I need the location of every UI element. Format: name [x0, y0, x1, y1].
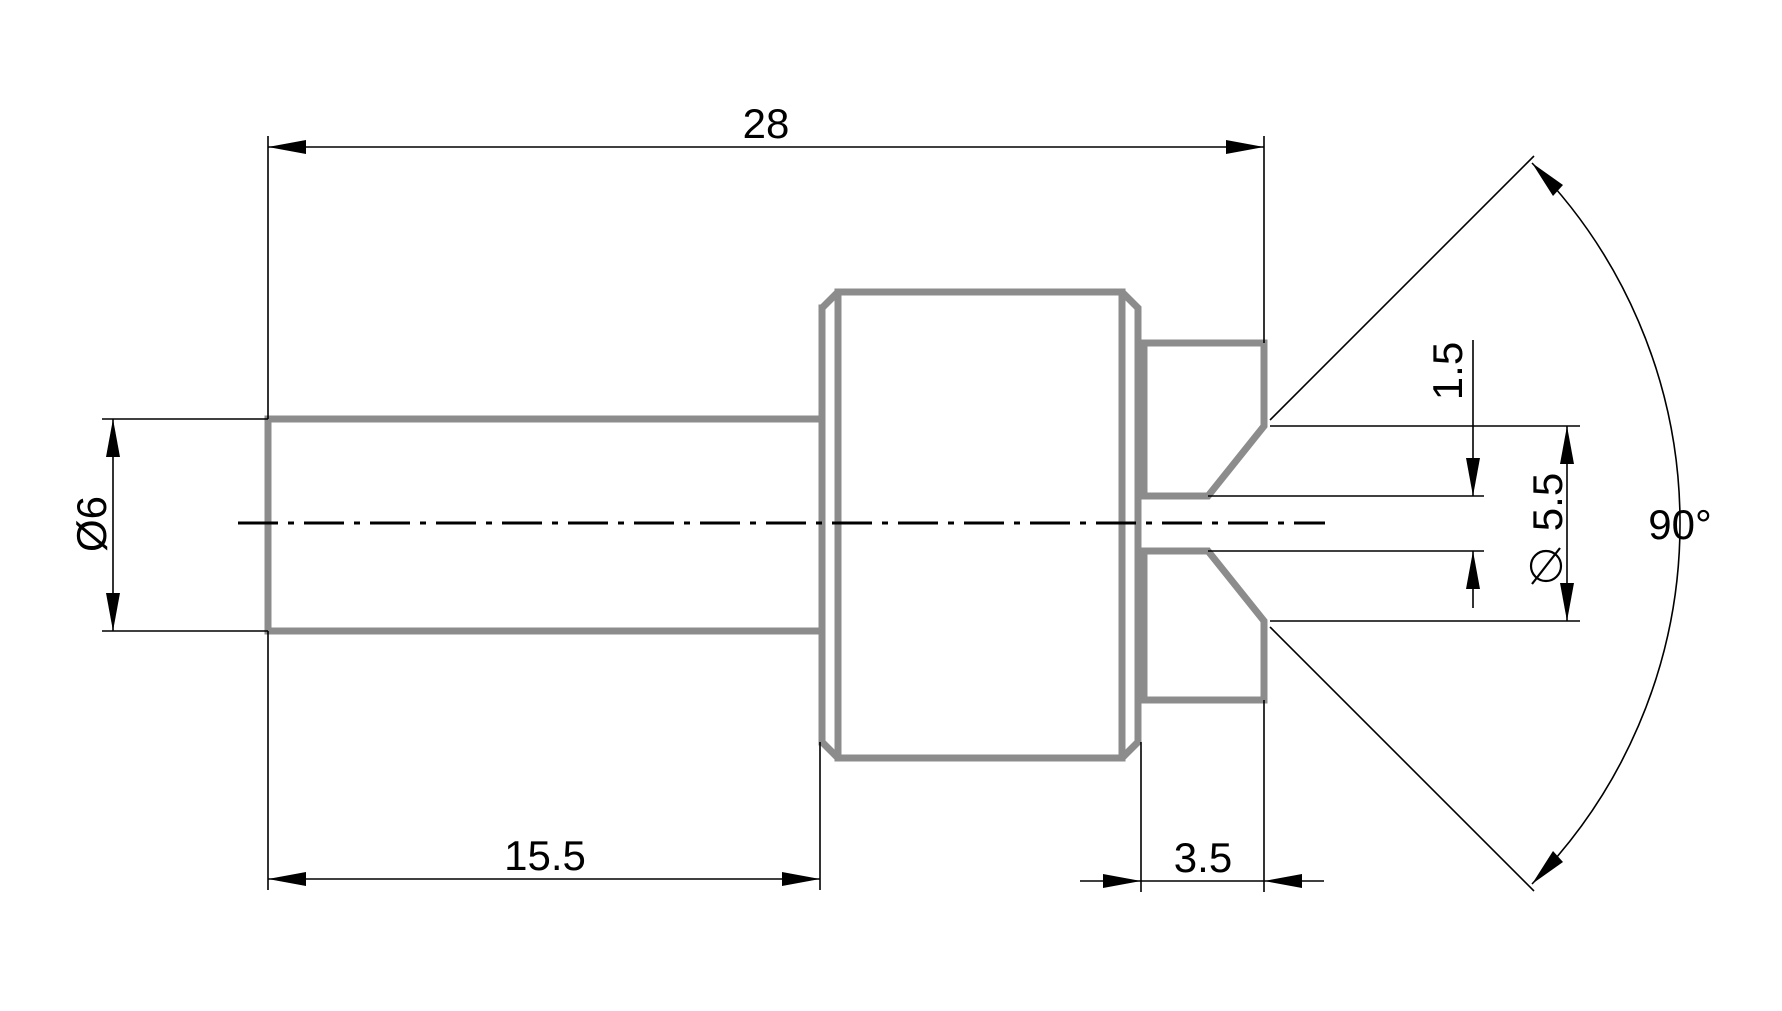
tip-length-label: 3.5 — [1174, 834, 1232, 881]
arrow-bottom — [106, 593, 120, 631]
arrow-top — [1560, 426, 1574, 464]
angle-arc — [1531, 162, 1681, 885]
dim-tip-length: 3.5 — [1080, 700, 1324, 892]
arrow-left — [268, 872, 306, 886]
bore-diameter-label: 5.5 — [1524, 473, 1571, 531]
arrow-right — [1226, 140, 1264, 154]
arrow-bottom — [1560, 583, 1574, 621]
overall-length-label: 28 — [743, 100, 790, 147]
arrow-top-lower — [1466, 551, 1480, 589]
arrow-bottom — [1466, 458, 1480, 496]
arrow-left — [1103, 874, 1141, 888]
arrow-right — [1264, 874, 1302, 888]
arrow-right — [782, 872, 820, 886]
arrow-upper — [1532, 163, 1563, 196]
dim-shank-length: 15.5 — [267, 631, 821, 890]
angle-extension-upper — [1269, 155, 1535, 421]
shank-outline — [264, 415, 822, 635]
step-depth-label: 1.5 — [1424, 342, 1471, 400]
tip-upper-outline — [1134, 339, 1268, 500]
arrow-lower — [1532, 851, 1563, 884]
dim-bore-diameter: 5.5 — [1270, 426, 1580, 622]
shank-diameter-label: Ø6 — [68, 496, 115, 552]
shank-length-label: 15.5 — [504, 832, 586, 879]
dim-shank-diameter: Ø6 — [68, 418, 268, 632]
dim-overall-length: 28 — [267, 100, 1265, 419]
angle-extension-lower — [1269, 626, 1535, 892]
dim-countersink-angle: 90° — [1269, 155, 1712, 892]
collar-outline — [818, 288, 1142, 762]
diameter-symbol-icon — [1529, 547, 1563, 585]
dim-step-depth: 1.5 — [1208, 340, 1580, 608]
part-outline — [264, 288, 1268, 762]
arrow-left — [268, 140, 306, 154]
arrow-top — [106, 419, 120, 457]
tip-lower-outline — [1140, 547, 1268, 704]
countersink-angle-label: 90° — [1648, 501, 1712, 548]
